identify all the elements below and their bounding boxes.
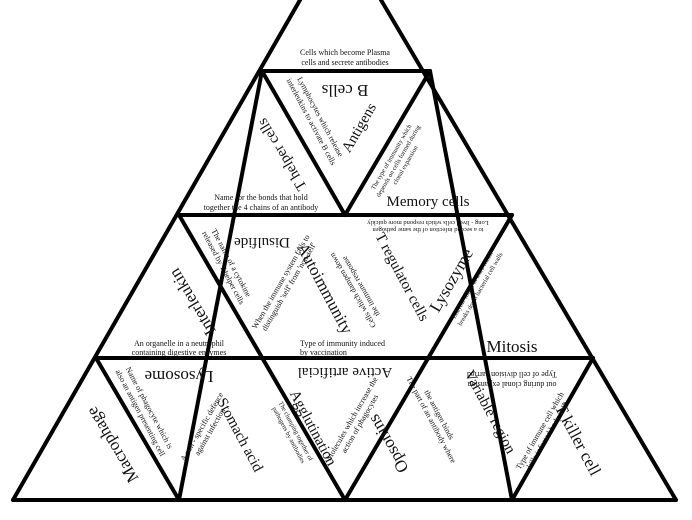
clue-text: An organelle in a neutrophil bbox=[134, 339, 225, 348]
clue-text: together the 4 chains of an antibody bbox=[204, 203, 319, 212]
clue-text: Type of cell division carried bbox=[467, 370, 557, 379]
grid-line bbox=[177, 213, 347, 502]
term-text: Memory cells bbox=[387, 194, 470, 210]
tile-row4-3[interactable]: Stomach acid bbox=[213, 396, 265, 476]
clue-text: depends on cells formed during bbox=[375, 123, 422, 198]
term-text: Active artificial bbox=[298, 364, 393, 380]
tile-row4-6[interactable]: Type of cell division carried out during… bbox=[405, 368, 571, 471]
grid-line bbox=[11, 0, 302, 502]
clue-text: by vaccination bbox=[300, 348, 347, 357]
clue-text: Long - lived cells which respond more qu… bbox=[367, 219, 489, 226]
term-text: T regulator cells bbox=[371, 230, 431, 324]
tile-apex[interactable]: Cells which become Plasma cells and secr… bbox=[300, 48, 390, 67]
clue-text: Cells which become Plasma bbox=[300, 48, 390, 57]
grid-line bbox=[343, 213, 514, 502]
grid-line bbox=[510, 356, 595, 502]
puzzle-grid bbox=[11, 0, 678, 502]
term-text: Antigens bbox=[339, 100, 380, 155]
term-text: Interleukin bbox=[165, 265, 220, 339]
term-text: B cells bbox=[322, 81, 369, 100]
grid-line bbox=[343, 69, 432, 217]
tile-row2-left[interactable]: T helper cells Name for the bonds that h… bbox=[204, 115, 319, 212]
tile-row2-right[interactable]: The type of immunity which depends on ce… bbox=[370, 123, 470, 210]
tile-row2-center[interactable]: B cells Lymphocytes which release interl… bbox=[284, 75, 380, 166]
term-text: Stomach acid bbox=[213, 396, 265, 476]
clue-text: to a second infection of the same pathog… bbox=[372, 226, 484, 233]
tile-row4-left[interactable]: Macrophage bbox=[82, 404, 142, 487]
term-text: Lysosome bbox=[145, 367, 214, 386]
term-text: T killer cell bbox=[551, 400, 605, 479]
clue-text: cells and secrete antibodies bbox=[301, 58, 388, 67]
term-text: Mitosis bbox=[486, 337, 537, 356]
tile-row3-left[interactable]: Interleukin An organelle in a neutrophil… bbox=[132, 265, 227, 357]
term-text: Opsonins bbox=[364, 411, 413, 476]
tile-row4-5[interactable]: Opsonins bbox=[364, 411, 413, 476]
grid-line bbox=[94, 356, 181, 502]
grid-line bbox=[260, 69, 347, 217]
clue-text: Type of immune cell which bbox=[514, 390, 566, 471]
clue-text: out during clonal expansion bbox=[467, 380, 556, 389]
tile-row4-right[interactable]: T killer cell bbox=[551, 400, 605, 479]
clue-text: containing digestive enzymes bbox=[132, 348, 227, 357]
term-text: Macrophage bbox=[82, 404, 142, 487]
clue-text: Type of immunity induced bbox=[300, 339, 385, 348]
term-text: T helper cells bbox=[255, 115, 311, 193]
clue-text: Name for the bonds that hold bbox=[214, 193, 308, 202]
grid-line bbox=[379, 0, 678, 502]
term-text: Disulfide bbox=[234, 234, 290, 250]
tile-row3-center[interactable]: Autoimmunity Type of immunity induced by… bbox=[293, 240, 385, 357]
